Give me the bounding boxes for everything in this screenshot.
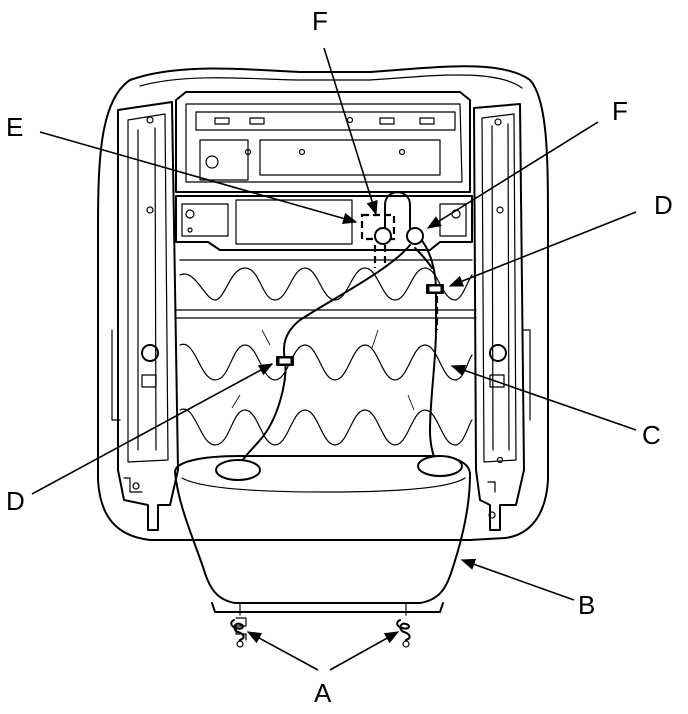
harness-connectors bbox=[276, 213, 444, 366]
callout-a: A bbox=[314, 678, 332, 708]
seat-back-cover bbox=[97, 65, 549, 541]
left-frame-rail bbox=[111, 101, 179, 531]
retaining-springs bbox=[230, 603, 411, 648]
callout-c: C bbox=[642, 420, 661, 450]
upper-frame bbox=[175, 91, 471, 193]
callout-b: B bbox=[578, 590, 595, 620]
leader-lines bbox=[31, 47, 637, 671]
cross-member bbox=[175, 195, 473, 251]
callout-e: E bbox=[6, 112, 23, 142]
lower-pocket-cover bbox=[174, 455, 471, 613]
callout-d-left: D bbox=[6, 486, 25, 516]
callout-d-right: D bbox=[654, 190, 673, 220]
callout-f-right: F bbox=[612, 96, 628, 126]
callout-f-left: F bbox=[312, 6, 328, 36]
right-frame-rail bbox=[473, 103, 531, 531]
